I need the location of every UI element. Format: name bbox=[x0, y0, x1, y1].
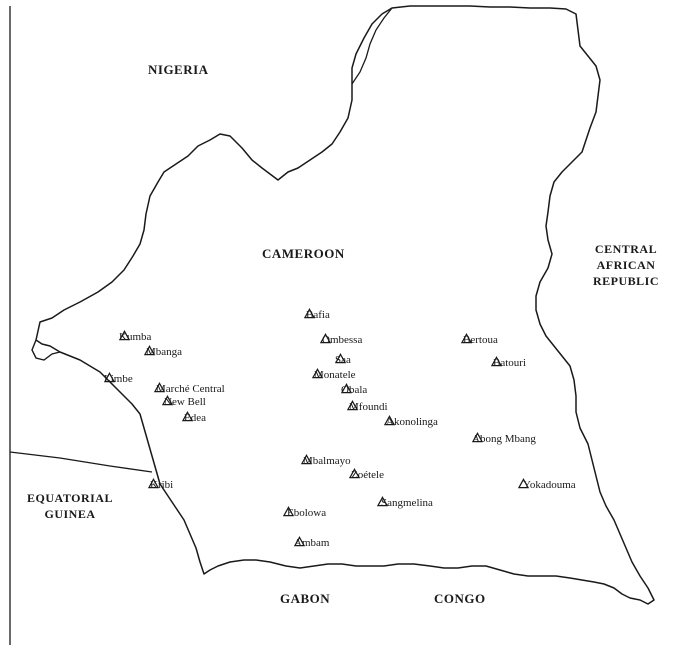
site-abong-mbang[interactable]: Abong Mbang bbox=[472, 432, 536, 446]
label-congo-text: CONGO bbox=[434, 591, 486, 606]
site-mbalmayo-label: Mbalmayo bbox=[303, 455, 351, 467]
site-yokadouma-label: Yokadouma bbox=[523, 479, 576, 491]
site-akonolinga-label: Akonolinga bbox=[386, 416, 438, 428]
site-saa[interactable]: Saa bbox=[335, 353, 351, 367]
label-eq-guinea-line2: GUINEA bbox=[44, 507, 96, 521]
label-car-line2: AFRICAN bbox=[596, 258, 656, 272]
site-akonolinga[interactable]: Akonolinga bbox=[384, 415, 438, 429]
triangle-outline-icon bbox=[384, 415, 395, 426]
site-mfoundi-label: Mfoundi bbox=[349, 401, 388, 413]
site-new-bell-label: New Bell bbox=[164, 396, 206, 408]
triangle-outline-icon bbox=[347, 400, 358, 411]
label-car-line1: CENTRAL bbox=[594, 242, 658, 256]
site-bafia[interactable]: Bafia bbox=[304, 308, 330, 322]
triangle-outline-icon bbox=[162, 395, 173, 406]
label-gabon: GABON bbox=[280, 591, 330, 607]
site-kumba[interactable]: Kumba bbox=[119, 330, 151, 344]
triangle-outline-icon bbox=[341, 383, 352, 394]
label-nigeria: NIGERIA bbox=[148, 62, 209, 78]
triangle-outline-icon bbox=[472, 432, 483, 443]
triangle-outline-icon bbox=[104, 372, 115, 383]
cameroon-border bbox=[35, 5, 655, 605]
triangle-outline-icon bbox=[148, 478, 159, 489]
triangle-outline-icon bbox=[154, 382, 165, 393]
label-equatorial-guinea: EQUATORIAL GUINEA bbox=[18, 490, 122, 522]
triangle-outline-icon bbox=[312, 368, 323, 379]
label-eq-guinea-line1: EQUATORIAL bbox=[27, 491, 113, 505]
site-obala[interactable]: Obala bbox=[341, 383, 367, 397]
label-cameroon-text: CAMEROON bbox=[262, 246, 345, 261]
nigeria-border bbox=[351, 7, 393, 85]
label-central-african-republic: CENTRAL AFRICAN REPUBLIC bbox=[580, 241, 672, 289]
site-yokadouma[interactable]: Yokadouma bbox=[518, 478, 576, 492]
triangle-outline-icon bbox=[349, 468, 360, 479]
triangle-outline-icon bbox=[301, 454, 312, 465]
triangle-outline-icon bbox=[377, 496, 388, 507]
site-sangmelina-label: Sangmelina bbox=[381, 497, 433, 509]
site-marche-central-label: Marché Central bbox=[156, 383, 225, 395]
triangle-outline-icon bbox=[518, 478, 529, 489]
site-edea[interactable]: Edea bbox=[182, 411, 206, 425]
site-ambam[interactable]: Ambam bbox=[294, 536, 329, 550]
label-cameroon: CAMEROON bbox=[262, 246, 345, 262]
label-nigeria-text: NIGERIA bbox=[148, 62, 209, 77]
triangle-outline-icon bbox=[335, 353, 346, 364]
site-abong-mbang-label: Abong Mbang bbox=[472, 433, 536, 445]
site-monatele[interactable]: Monatele bbox=[312, 368, 356, 382]
triangle-outline-icon bbox=[491, 356, 502, 367]
site-zoetele[interactable]: Zoétele bbox=[349, 468, 384, 482]
site-marche-central[interactable]: Marché Central bbox=[154, 382, 225, 396]
triangle-outline-icon bbox=[304, 308, 315, 319]
label-congo: CONGO bbox=[434, 591, 486, 607]
site-ombessa-label: Ombessa bbox=[322, 334, 363, 346]
eq-guinea-border bbox=[9, 451, 153, 473]
site-mbanga-label: Mbanga bbox=[146, 346, 183, 358]
site-ebolowa[interactable]: Ebolowa bbox=[283, 506, 326, 520]
site-batouri[interactable]: Batouri bbox=[491, 356, 526, 370]
triangle-outline-icon bbox=[283, 506, 294, 517]
triangle-outline-icon bbox=[144, 345, 155, 356]
site-mfoundi[interactable]: Mfoundi bbox=[347, 400, 388, 414]
site-ebolowa-label: Ebolowa bbox=[287, 507, 327, 519]
site-mbalmayo[interactable]: Mbalmayo bbox=[301, 454, 351, 468]
site-monatele-label: Monatele bbox=[314, 369, 356, 381]
site-sangmelina[interactable]: Sangmelina bbox=[377, 496, 433, 510]
triangle-outline-icon bbox=[461, 333, 472, 344]
triangle-outline-icon bbox=[182, 411, 193, 422]
label-car-line3: REPUBLIC bbox=[592, 274, 659, 288]
triangle-outline-icon bbox=[320, 333, 331, 344]
triangle-outline-icon bbox=[294, 536, 305, 547]
label-gabon-text: GABON bbox=[280, 591, 331, 606]
coastal-inlet bbox=[31, 339, 61, 361]
site-ombessa[interactable]: Ombessa bbox=[320, 333, 362, 347]
site-limbe[interactable]: Limbe bbox=[104, 372, 133, 386]
site-new-bell[interactable]: New Bell bbox=[162, 395, 206, 409]
site-bertoua[interactable]: Bertoua bbox=[461, 333, 498, 347]
triangle-outline-icon bbox=[119, 330, 130, 341]
site-mbanga[interactable]: Mbanga bbox=[144, 345, 182, 359]
site-kribi[interactable]: Kribi bbox=[148, 478, 173, 492]
